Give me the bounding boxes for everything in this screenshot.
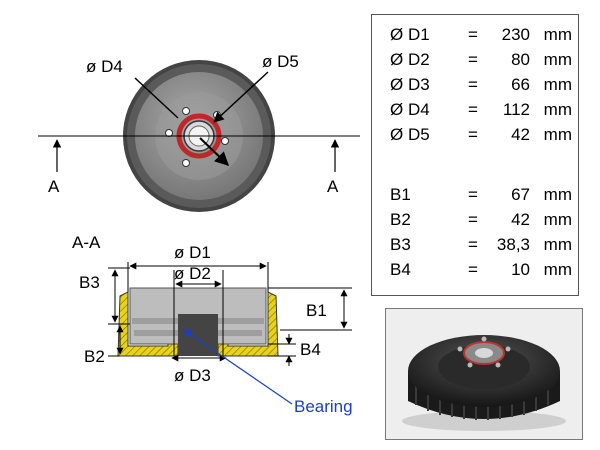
spec-equals: = <box>468 260 478 279</box>
spec-unit: mm <box>543 75 572 94</box>
d5-leader <box>213 71 269 123</box>
spec-row-d2: Ø D2 = 80 mm <box>372 48 578 72</box>
spec-value: 10 <box>511 260 530 279</box>
front-view <box>38 60 360 212</box>
spec-equals: = <box>468 125 478 144</box>
spec-unit: mm <box>543 210 572 229</box>
spec-value: 42 <box>511 125 530 144</box>
spec-value: 112 <box>502 100 530 119</box>
label-d3: ø D3 <box>174 366 211 385</box>
label-b1: B1 <box>306 301 327 320</box>
spec-unit: mm <box>543 260 572 279</box>
spec-label: B3 <box>390 235 411 254</box>
label-b2: B2 <box>84 347 105 366</box>
d4-arrow-end <box>199 137 230 166</box>
bolt-hole <box>221 137 229 145</box>
spec-row-d5: Ø D5 = 42 mm <box>372 123 578 147</box>
bolt-hole <box>165 129 173 137</box>
spec-row-b3: B3 = 38,3 mm <box>372 233 578 257</box>
spec-equals: = <box>468 210 478 229</box>
label-section-left: A <box>48 177 60 196</box>
section-view <box>108 262 352 405</box>
label-d4: ø D4 <box>86 57 123 76</box>
spec-equals: = <box>468 75 478 94</box>
spec-unit: mm <box>543 125 572 144</box>
spec-label: Ø D2 <box>390 50 430 69</box>
spec-unit: mm <box>543 100 572 119</box>
spec-label: Ø D5 <box>390 125 430 144</box>
label-b3: B3 <box>79 273 100 292</box>
label-bearing: Bearing <box>294 397 353 416</box>
spec-value: 230 <box>501 25 530 44</box>
spec-label: Ø D4 <box>390 100 430 119</box>
label-d5: ø D5 <box>262 52 299 71</box>
spec-row-b2: B2 = 42 mm <box>372 208 578 232</box>
label-section-title: A-A <box>72 233 101 252</box>
spec-row-d4: Ø D4 = 112 mm <box>372 98 578 122</box>
spec-value: 67 <box>511 185 530 204</box>
spec-value: 80 <box>511 50 530 69</box>
label-d1: ø D1 <box>174 243 211 262</box>
spec-row-b4: B4 = 10 mm <box>372 258 578 282</box>
spec-equals: = <box>468 185 478 204</box>
product-photo <box>385 308 583 440</box>
spec-unit: mm <box>543 235 572 254</box>
bearing-leader <box>183 329 293 405</box>
spec-row-b1: B1 = 67 mm <box>372 183 578 207</box>
bolt-hole <box>182 159 190 167</box>
spec-row-d1: Ø D1 = 230 mm <box>372 23 578 47</box>
spec-label: B4 <box>390 260 411 279</box>
spec-equals: = <box>468 100 478 119</box>
label-b4: B4 <box>300 340 321 359</box>
spec-table: Ø D1 = 230 mm Ø D2 = 80 mm Ø D3 = 66 mm … <box>371 14 579 296</box>
spec-equals: = <box>468 50 478 69</box>
d4-leader <box>134 77 179 119</box>
spec-unit: mm <box>543 185 572 204</box>
label-d2: ø D2 <box>174 264 211 283</box>
spec-equals: = <box>468 25 478 44</box>
spec-value: 66 <box>511 75 530 94</box>
bolt-hole <box>182 107 190 115</box>
spec-label: Ø D3 <box>390 75 430 94</box>
spec-unit: mm <box>543 50 572 69</box>
spec-row-d3: Ø D3 = 66 mm <box>372 73 578 97</box>
spec-equals: = <box>468 235 478 254</box>
spec-label: B1 <box>390 185 411 204</box>
label-section-right: A <box>327 177 339 196</box>
spec-label: B2 <box>390 210 411 229</box>
spec-value: 42 <box>511 210 530 229</box>
spec-value: 38,3 <box>496 235 530 254</box>
brake-drum-photo <box>386 309 582 439</box>
spec-unit: mm <box>543 25 572 44</box>
spec-label: Ø D1 <box>390 25 430 44</box>
